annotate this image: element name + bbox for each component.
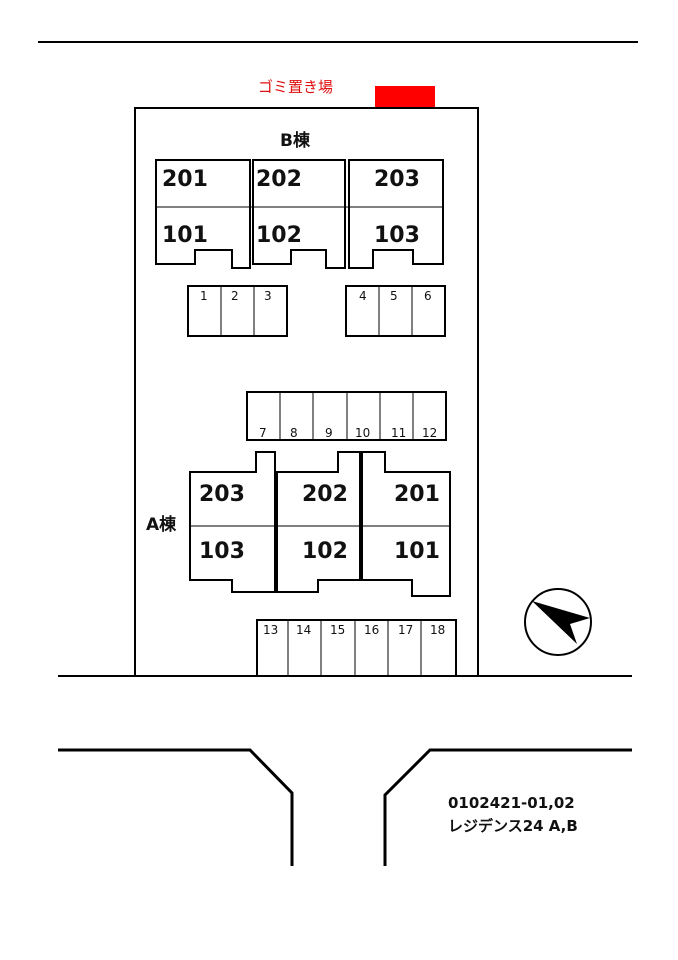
parking-space-8: 8 — [290, 426, 298, 440]
parking-space-10: 10 — [355, 426, 370, 440]
parking-space-7: 7 — [259, 426, 267, 440]
property-name: レジデンス24 A,B — [448, 817, 578, 835]
b-unit-lower-3: 103 — [374, 223, 420, 248]
building-b-unit-block-3 — [348, 159, 444, 269]
parking-space-2: 2 — [231, 289, 239, 303]
parking-row-2 — [246, 391, 447, 441]
garbage-area — [375, 86, 435, 108]
parking-space-9: 9 — [325, 426, 333, 440]
b-unit-upper-2: 202 — [256, 167, 302, 192]
parking-space-4: 4 — [359, 289, 367, 303]
building-a-unit-block-3 — [361, 451, 451, 597]
parking-space-12: 12 — [422, 426, 437, 440]
b-unit-lower-1: 101 — [162, 223, 208, 248]
parking-space-1: 1 — [200, 289, 208, 303]
a-unit-upper-3: 201 — [394, 482, 440, 507]
a-unit-upper-1: 203 — [199, 482, 245, 507]
parking-space-5: 5 — [390, 289, 398, 303]
a-unit-upper-2: 202 — [302, 482, 348, 507]
garbage-area-label: ゴミ置き場 — [258, 78, 333, 96]
a-unit-lower-2: 102 — [302, 539, 348, 564]
parking-space-6: 6 — [424, 289, 432, 303]
parking-row-1-left — [187, 285, 288, 337]
a-unit-lower-1: 103 — [199, 539, 245, 564]
building-b-unit-block-1 — [155, 159, 251, 269]
parking-row-1-right — [345, 285, 446, 337]
parking-space-15: 15 — [330, 623, 345, 637]
parking-space-13: 13 — [263, 623, 278, 637]
parking-row-3 — [256, 619, 457, 677]
b-unit-upper-1: 201 — [162, 167, 208, 192]
b-unit-lower-2: 102 — [256, 223, 302, 248]
building-b — [155, 159, 444, 269]
parking-space-18: 18 — [430, 623, 445, 637]
parking-space-11: 11 — [391, 426, 406, 440]
building-a-label: A棟 — [146, 514, 177, 535]
parking-space-3: 3 — [264, 289, 272, 303]
north-arrow-icon — [524, 588, 592, 656]
parking-space-17: 17 — [398, 623, 413, 637]
building-a-unit-block-1 — [189, 451, 276, 593]
property-code: 0102421-01,02 — [448, 794, 575, 812]
building-b-unit-block-2 — [252, 159, 346, 269]
building-a — [189, 451, 451, 597]
road-edge-right — [383, 748, 632, 866]
a-unit-lower-3: 101 — [394, 539, 440, 564]
road-edge-left — [58, 748, 294, 866]
building-a-unit-block-2 — [276, 451, 361, 593]
b-unit-upper-3: 203 — [374, 167, 420, 192]
parking-space-16: 16 — [364, 623, 379, 637]
building-b-label: B棟 — [280, 130, 311, 151]
parking-space-14: 14 — [296, 623, 311, 637]
